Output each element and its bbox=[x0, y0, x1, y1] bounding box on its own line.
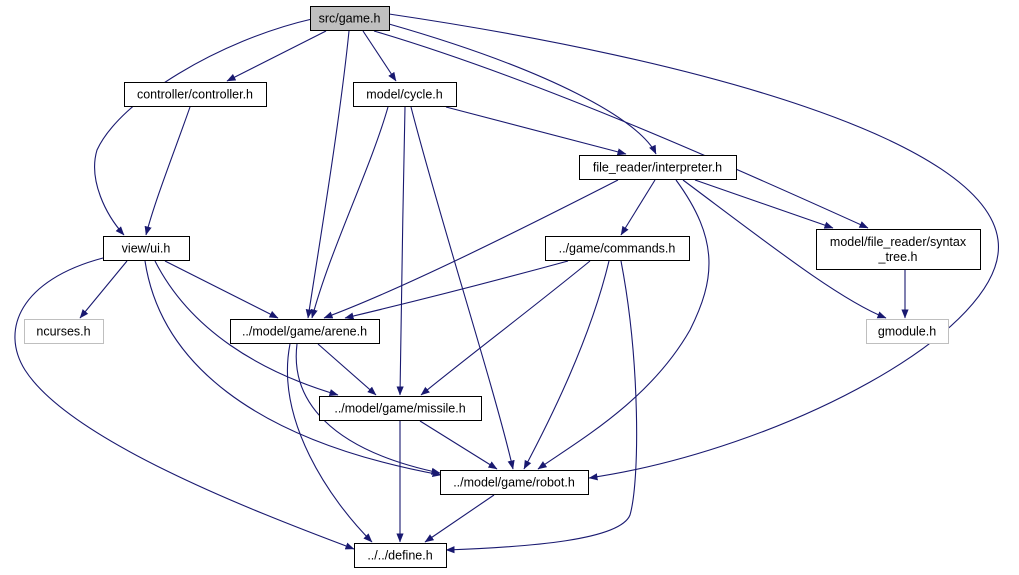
edge-ui-to-missile bbox=[154, 260, 339, 397]
node-ncurses[interactable]: ncurses.h bbox=[24, 319, 104, 344]
node-box-ui[interactable] bbox=[103, 236, 190, 261]
node-label-game: src/game.h bbox=[319, 12, 381, 26]
edge-commands-to-robot bbox=[523, 260, 610, 470]
node-controller[interactable]: controller/controller.h bbox=[124, 82, 267, 107]
edges-layer bbox=[14, 13, 999, 554]
edge-game-to-controller bbox=[226, 30, 327, 82]
edge-interpreter-to-gmodule bbox=[682, 179, 887, 319]
node-label-syntax: model/file_reader/syntax_tree.h bbox=[830, 235, 967, 264]
node-gmodule[interactable]: gmodule.h bbox=[866, 319, 949, 344]
node-label-define: ../../define.h bbox=[367, 549, 432, 563]
node-label-cycle: model/cycle.h bbox=[366, 88, 442, 102]
node-box-interpreter[interactable] bbox=[579, 155, 737, 180]
edge-cycle-to-arene bbox=[310, 106, 389, 319]
edge-missile-to-robot bbox=[419, 420, 498, 470]
edge-game-to-ui bbox=[94, 18, 313, 236]
node-ui[interactable]: view/ui.h bbox=[103, 236, 190, 261]
node-cycle[interactable]: model/cycle.h bbox=[353, 82, 457, 107]
edge-cycle-to-robot bbox=[410, 106, 515, 470]
edge-ui-to-arene bbox=[164, 260, 279, 319]
node-box-ncurses[interactable] bbox=[24, 319, 104, 344]
node-box-syntax[interactable] bbox=[816, 229, 981, 270]
edge-game-to-syntax bbox=[373, 30, 869, 229]
edge-interpreter-to-robot bbox=[537, 179, 710, 470]
node-label-gmodule: gmodule.h bbox=[878, 325, 936, 339]
node-box-cycle[interactable] bbox=[353, 82, 457, 107]
edge-ui-to-robot bbox=[144, 260, 442, 477]
node-box-controller[interactable] bbox=[124, 82, 267, 107]
node-robot[interactable]: ../model/game/robot.h bbox=[440, 470, 589, 495]
edge-cycle-to-interpreter bbox=[445, 106, 627, 156]
edge-arene-to-missile bbox=[317, 343, 377, 396]
edge-ui-to-define bbox=[14, 257, 355, 550]
node-interpreter[interactable]: file_reader/interpreter.h bbox=[579, 155, 737, 180]
node-label-commands: ../game/commands.h bbox=[559, 242, 676, 256]
edge-commands-to-define bbox=[445, 260, 638, 554]
node-box-commands[interactable] bbox=[545, 236, 690, 261]
node-box-gmodule[interactable] bbox=[866, 319, 949, 344]
nodes-layer: src/game.h controller/controller.h model/c… bbox=[24, 6, 981, 568]
node-define[interactable]: ../../define.h bbox=[354, 543, 447, 568]
edge-interpreter-to-syntax bbox=[694, 179, 834, 229]
node-box-arene[interactable] bbox=[230, 319, 380, 344]
node-commands[interactable]: ../game/commands.h bbox=[545, 236, 690, 261]
edge-game-to-robot bbox=[388, 13, 999, 481]
node-label-robot: ../model/game/robot.h bbox=[453, 476, 575, 490]
node-label-controller: controller/controller.h bbox=[137, 88, 253, 102]
node-label-ui: view/ui.h bbox=[122, 242, 171, 256]
node-box-game[interactable] bbox=[310, 6, 390, 31]
node-box-define[interactable] bbox=[354, 543, 447, 568]
node-label-ncurses: ncurses.h bbox=[36, 325, 90, 339]
node-label-missile: ../model/game/missile.h bbox=[334, 402, 465, 416]
node-game[interactable]: src/game.h bbox=[310, 6, 390, 31]
node-arene[interactable]: ../model/game/arene.h bbox=[230, 319, 380, 344]
edge-game-to-arene bbox=[305, 30, 350, 319]
edge-cycle-to-missile bbox=[396, 106, 406, 396]
node-label-interpreter: file_reader/interpreter.h bbox=[593, 161, 722, 175]
node-box-robot[interactable] bbox=[440, 470, 589, 495]
edge-controller-to-ui bbox=[144, 106, 191, 236]
node-missile[interactable]: ../model/game/missile.h bbox=[319, 396, 482, 421]
node-box-missile[interactable] bbox=[319, 396, 482, 421]
node-label-arene: ../model/game/arene.h bbox=[242, 325, 367, 339]
edge-robot-to-define bbox=[424, 494, 495, 543]
edge-interpreter-to-arene bbox=[323, 179, 619, 319]
edge-ui-to-ncurses bbox=[79, 260, 128, 319]
node-syntax[interactable]: model/file_reader/syntax_tree.h bbox=[816, 229, 981, 270]
edge-arene-to-define bbox=[286, 343, 373, 543]
edge-game-to-cycle bbox=[362, 30, 397, 82]
edge-interpreter-to-commands bbox=[620, 179, 656, 236]
edge-commands-to-arene bbox=[344, 260, 569, 320]
edge-commands-to-missile bbox=[420, 260, 591, 396]
edge-game-to-interpreter bbox=[388, 23, 657, 155]
